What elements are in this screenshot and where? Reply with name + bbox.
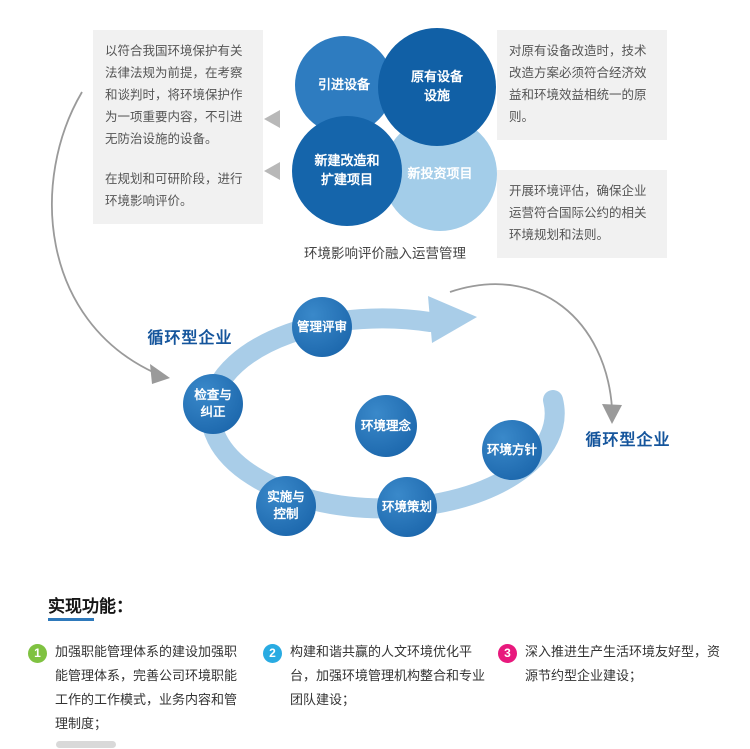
function-item-3: 3 深入推进生产生活环境友好型，资源节约型企业建设； [498,640,724,688]
venn-circle-new-expansion-projects: 新建改造和 扩建项目 [292,116,402,226]
node-env-planning: 环境策划 [377,477,437,537]
callout-arrow-bottom-left-icon [264,162,280,180]
note-planning-eia: 在规划和可研阶段，进行环境影响评价。 [93,158,263,224]
function-number-badge-2: 2 [263,644,282,663]
node-env-policy: 环境方针 [482,420,542,480]
node-implement-control: 实施与 控制 [256,476,316,536]
note-import-policy: 以符合我国环境保护有关法律法规为前提，在考察和谈判时，将环境保护作为一项重要内容… [93,30,263,162]
functions-title: 实现功能： [48,597,133,616]
function-text-1: 加强职能管理体系的建设加强职能管理体系，完善公司环境职能工作的工作模式，业务内容… [55,644,238,732]
cycle-label-right: 循环型企业 [585,432,671,449]
scrollbar-thumb[interactable] [56,741,116,748]
left-curved-arrowhead-icon [150,364,170,384]
function-number-badge-1: 1 [28,644,47,663]
function-text-2: 构建和谐共赢的人文环境优化平台，加强环境管理机构整合和专业团队建设； [290,644,486,708]
note-retrofit-principle: 对原有设备改造时，技术改造方案必须符合经济效益和环境效益相统一的原则。 [497,30,667,140]
venn-circle-existing-facilities: 原有设备 设施 [378,28,496,146]
function-number-badge-3: 3 [498,644,517,663]
right-curved-arrow [449,283,613,409]
node-management-review: 管理评审 [292,297,352,357]
function-text-3: 深入推进生产生活环境友好型，资源节约型企业建设； [525,644,721,684]
callout-arrow-top-left-icon [264,110,280,128]
node-check-correct: 检查与 纠正 [183,374,243,434]
cycle-band-arrowhead-icon [428,296,477,343]
function-item-2: 2 构建和谐共赢的人文环境优化平台，加强环境管理机构整合和专业团队建设； [263,640,485,712]
venn-caption: 环境影响评价融入运营管理 [304,246,466,261]
functions-title-underline [48,618,94,621]
right-curved-arrowhead-icon [602,404,622,424]
note-env-assessment: 开展环境评估，确保企业运营符合国际公约的相关环境规划和法则。 [497,170,667,258]
node-env-concept: 环境理念 [355,395,417,457]
cycle-label-left: 循环型企业 [147,330,233,347]
function-item-1: 1 加强职能管理体系的建设加强职能管理体系，完善公司环境职能工作的工作模式，业务… [28,640,240,736]
